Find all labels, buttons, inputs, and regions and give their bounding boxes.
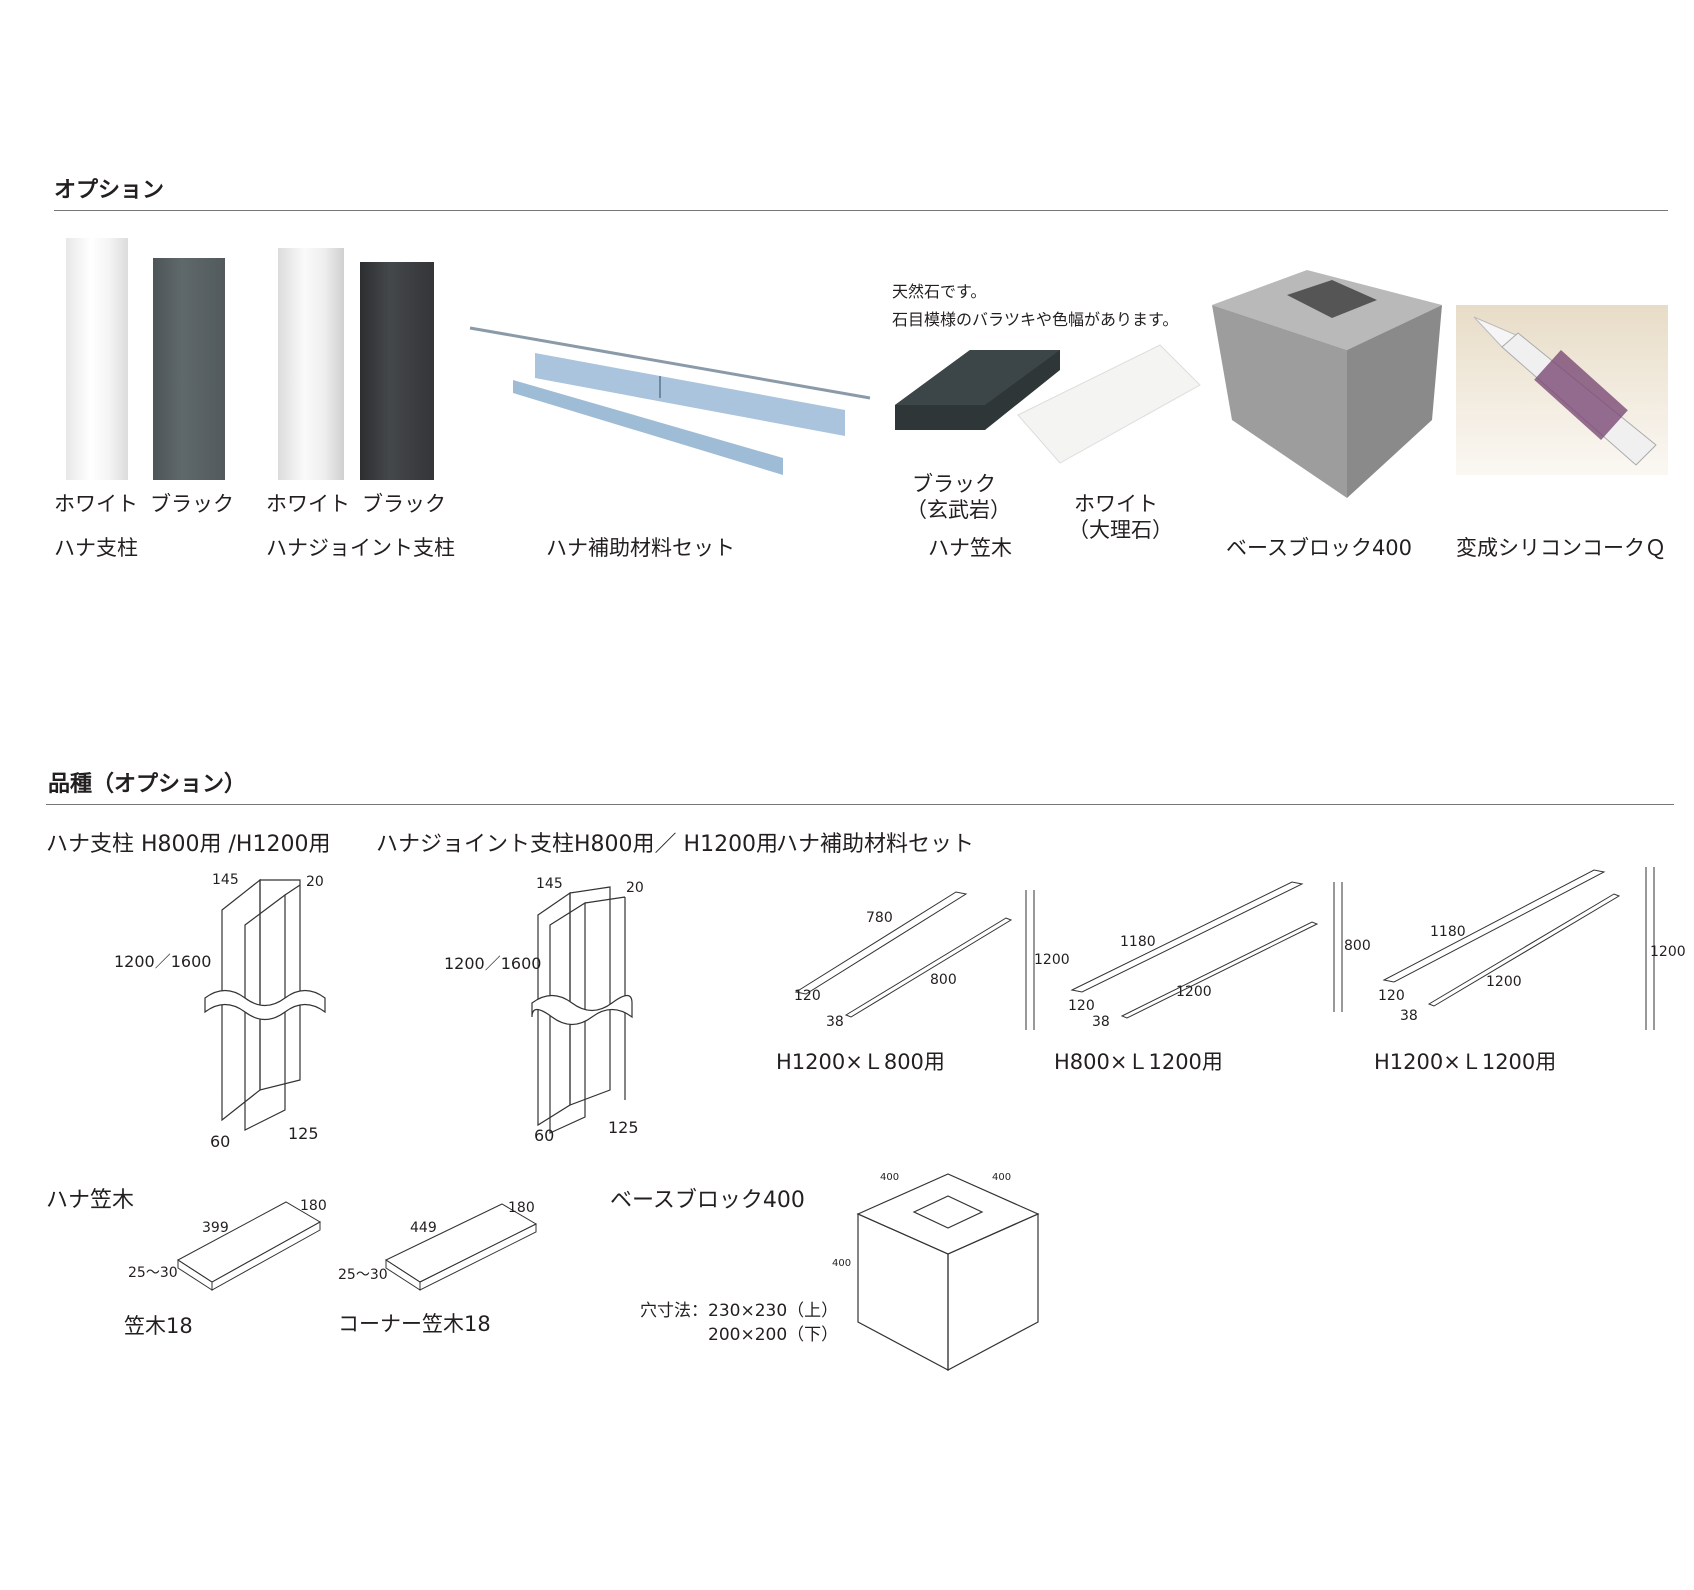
corner-coping-18-dim-t: 25〜30 bbox=[338, 1267, 388, 1283]
aux-set-variant-title: ハナ補助材料セット bbox=[776, 832, 975, 857]
joint-post-dim-width: 125 bbox=[608, 1118, 639, 1137]
aux-set-3-dim-len2: 1200 bbox=[1486, 974, 1522, 990]
post-dim-depth: 145 bbox=[212, 872, 239, 888]
corner-coping-18-dim-w: 180 bbox=[508, 1200, 535, 1216]
base-block-dim-c: 400 bbox=[832, 1258, 852, 1269]
post-variant-title: ハナ支柱 H800用 /H1200用 bbox=[46, 832, 331, 857]
aux-set-name: ハナ補助材料セット bbox=[546, 536, 735, 560]
aux-set-1-dim-len2: 800 bbox=[930, 972, 957, 988]
variants-heading: 品種（オプション） bbox=[48, 772, 247, 797]
joint-post-white-image bbox=[278, 248, 344, 480]
aux-set-1-dim-w: 120 bbox=[794, 988, 821, 1004]
joint-post-dim-side: 20 bbox=[626, 880, 644, 896]
joint-post-dim-bottom: 60 bbox=[534, 1126, 555, 1145]
coping-18-dim-w: 180 bbox=[300, 1198, 327, 1214]
post-black-label: ブラック bbox=[150, 492, 234, 516]
coping-18-drawing bbox=[177, 1201, 322, 1291]
aux-set-2-dim-w: 120 bbox=[1068, 998, 1095, 1014]
aux-set-2-dim-h: 800 bbox=[1344, 938, 1371, 954]
post-dim-height: 1200／1600 bbox=[114, 952, 212, 971]
base-block-image bbox=[1212, 270, 1442, 498]
silicone-name: 変成シリコンコークＱ bbox=[1456, 536, 1666, 560]
aux-set-1-dim-w2: 38 bbox=[826, 1014, 844, 1030]
coping-black-label-1: ブラック bbox=[912, 472, 996, 496]
aux-set-2-dim-len: 1180 bbox=[1120, 934, 1156, 950]
base-block-hole-2: 200×200（下） bbox=[708, 1325, 839, 1345]
joint-post-black-label: ブラック bbox=[362, 492, 446, 516]
joint-post-white-label: ホワイト bbox=[266, 492, 350, 516]
coping-18-dim-t: 25〜30 bbox=[128, 1265, 178, 1281]
post-white-image bbox=[66, 238, 128, 480]
silicone-image bbox=[1456, 305, 1668, 475]
options-heading: オプション bbox=[54, 178, 165, 203]
joint-post-drawing bbox=[531, 886, 633, 1134]
coping-18-label: 笠木18 bbox=[124, 1314, 193, 1338]
aux-set-1-dim-h: 1200 bbox=[1034, 952, 1070, 968]
corner-coping-18-label: コーナー笠木18 bbox=[338, 1312, 491, 1336]
aux-set-2-label: H800×Ｌ1200用 bbox=[1054, 1050, 1223, 1074]
post-dim-side: 20 bbox=[306, 874, 324, 890]
post-black-image bbox=[153, 258, 225, 480]
joint-post-dim-height: 1200／1600 bbox=[444, 954, 542, 973]
joint-post-name: ハナジョイント支柱 bbox=[266, 536, 455, 560]
post-dim-width: 125 bbox=[288, 1124, 319, 1143]
joint-post-black-image bbox=[360, 262, 434, 480]
aux-set-3-label: H1200×Ｌ1200用 bbox=[1374, 1050, 1557, 1074]
post-white-label: ホワイト bbox=[54, 492, 138, 516]
aux-set-3-dim-w: 120 bbox=[1378, 988, 1405, 1004]
coping-note-1: 天然石です。 bbox=[892, 282, 987, 301]
base-block-dim-a: 400 bbox=[880, 1172, 900, 1183]
coping-white-label-2: （大理石） bbox=[1068, 518, 1173, 542]
coping-white-label-1: ホワイト bbox=[1074, 492, 1158, 516]
options-divider bbox=[54, 210, 1668, 211]
base-block-drawing bbox=[856, 1173, 1040, 1371]
base-block-variant-title: ベースブロック400 bbox=[610, 1188, 805, 1213]
aux-set-1-drawing bbox=[794, 890, 1035, 1030]
aux-set-3-drawing bbox=[1382, 867, 1655, 1030]
coping-black-label-2: （玄武岩） bbox=[906, 498, 1011, 522]
base-block-hole-1: 穴寸法：230×230（上） bbox=[640, 1301, 839, 1321]
aux-set-3-dim-h: 1200 bbox=[1650, 944, 1686, 960]
aux-set-3-dim-len: 1180 bbox=[1430, 924, 1466, 940]
base-block-dim-b: 400 bbox=[992, 1172, 1012, 1183]
aux-set-1-label: H1200×Ｌ800用 bbox=[776, 1050, 945, 1074]
aux-set-3-dim-w2: 38 bbox=[1400, 1008, 1418, 1024]
aux-set-2-dim-len2: 1200 bbox=[1176, 984, 1212, 1000]
post-drawing bbox=[204, 878, 326, 1131]
base-block-name: ベースブロック400 bbox=[1226, 536, 1413, 560]
coping-stones-image bbox=[895, 344, 1201, 464]
coping-name: ハナ笠木 bbox=[928, 536, 1012, 560]
coping-18-dim-len: 399 bbox=[202, 1220, 229, 1236]
variants-divider bbox=[46, 804, 1674, 805]
aux-set-2-drawing bbox=[1070, 881, 1343, 1019]
corner-coping-18-drawing bbox=[384, 1203, 538, 1291]
aux-set-2-dim-w2: 38 bbox=[1092, 1014, 1110, 1030]
post-dim-bottom: 60 bbox=[210, 1132, 231, 1151]
coping-note-2: 石目模様のバラツキや色幅があります。 bbox=[892, 310, 1179, 329]
joint-post-variant-title: ハナジョイント支柱H800用／ H1200用 bbox=[376, 832, 779, 857]
post-name: ハナ支柱 bbox=[54, 536, 138, 560]
joint-post-dim-depth: 145 bbox=[536, 876, 563, 892]
aux-set-1-dim-len: 780 bbox=[866, 910, 893, 926]
coping-variant-title: ハナ笠木 bbox=[46, 1188, 135, 1213]
corner-coping-18-dim-len: 449 bbox=[410, 1220, 437, 1236]
aux-set-image bbox=[469, 326, 871, 475]
